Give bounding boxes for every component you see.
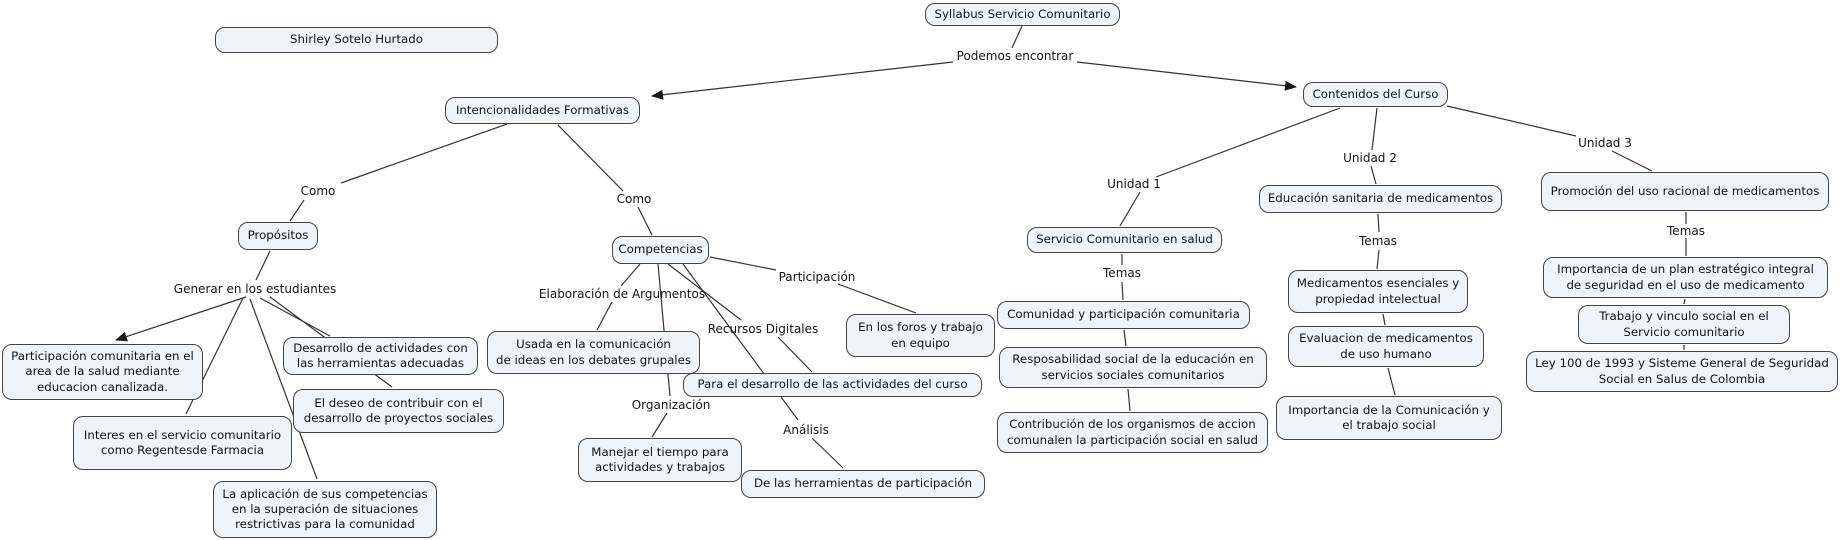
edge-analisis-herramientas xyxy=(811,437,844,469)
edge-contenidos-unidad1 xyxy=(1155,107,1341,178)
edge-unidad1-servicio xyxy=(1119,191,1141,227)
edge-root-podemos xyxy=(1011,25,1023,49)
concept-resposabilidad-social[interactable]: Resposabilidad social de la educación en… xyxy=(999,347,1267,388)
edge-intencionalidades-como-right xyxy=(557,124,624,192)
concept-promocion-uso-racional[interactable]: Promoción del uso racional de medicament… xyxy=(1541,172,1829,211)
concept-medicamentos-esenciales[interactable]: Medicamentos esenciales y propiedad inte… xyxy=(1288,270,1468,313)
concept-usada-comunicacion[interactable]: Usada en la comunicación de ideas en los… xyxy=(487,331,700,374)
concept-aplicacion-competencias[interactable]: La aplicación de sus competencias en la … xyxy=(213,481,437,538)
concept-comunidad-participacion[interactable]: Comunidad y participación comunitaria xyxy=(997,301,1250,329)
edge-podemos-intencionalidades xyxy=(651,61,954,100)
concept-importancia-comunicacion[interactable]: Importancia de la Comunicación y el trab… xyxy=(1276,396,1502,440)
edge-unidad3-promocion xyxy=(1611,150,1653,172)
concept-interes-servicio[interactable]: Interes en el servicio comunitario como … xyxy=(73,416,292,470)
concept-propositos[interactable]: Propósitos xyxy=(238,222,318,250)
edge-generar-desarrollo xyxy=(259,297,331,337)
edge-podemos-contenidos xyxy=(1076,61,1297,91)
edge-organizacion-manejar xyxy=(651,412,668,438)
concept-foros-trabajo-equipo[interactable]: En los foros y trabajo en equipo xyxy=(846,314,995,357)
concept-contribucion-organismos[interactable]: Contribución de los organismos de accion… xyxy=(997,412,1268,453)
concept-deseo-contribuir[interactable]: El deseo de contribuir con el desarrollo… xyxy=(293,389,504,433)
edge-como-right-competencias xyxy=(637,206,653,236)
link-unidad-3[interactable]: Unidad 3 xyxy=(1578,136,1632,150)
link-temas-unidad3[interactable]: Temas xyxy=(1667,224,1705,238)
edge-generar-participacion-comunitaria xyxy=(115,296,247,342)
concept-para-desarrollo-actividades[interactable]: Para el desarrollo de las actividades de… xyxy=(683,373,982,397)
edge-educacion-temas2 xyxy=(1377,213,1380,233)
edge-temas2-medicamentos xyxy=(1376,249,1380,270)
edge-importancia-plan-trabajo xyxy=(1683,298,1686,305)
link-unidad-1[interactable]: Unidad 1 xyxy=(1107,177,1161,191)
edge-unidad2-educacion xyxy=(1370,165,1377,185)
concept-ley-100[interactable]: Ley 100 de 1993 y Sisteme General de Seg… xyxy=(1526,351,1838,392)
edge-propositos-generar xyxy=(255,250,271,281)
link-generar-estudiantes[interactable]: Generar en los estudiantes xyxy=(173,282,337,296)
edge-recursos-para-desarrollo xyxy=(777,336,813,373)
link-recursos-digitales[interactable]: Recursos Digitales xyxy=(707,322,819,336)
concept-competencias[interactable]: Competencias xyxy=(612,236,709,264)
link-temas-unidad2[interactable]: Temas xyxy=(1359,234,1397,248)
concept-root[interactable]: Syllabus Servicio Comunitario xyxy=(925,3,1120,26)
concept-educacion-sanitaria[interactable]: Educación sanitaria de medicamentos xyxy=(1259,185,1502,213)
link-como-right[interactable]: Como xyxy=(616,192,652,206)
link-como-left[interactable]: Como xyxy=(300,184,336,198)
edge-como-left-propositos xyxy=(289,199,305,222)
concept-manejar-tiempo[interactable]: Manejar el tiempo para actividades y tra… xyxy=(578,438,742,482)
link-organizacion[interactable]: Organización xyxy=(631,398,711,412)
edge-elaboracion-usada xyxy=(596,301,613,331)
edge-participacion-foros xyxy=(837,283,917,314)
concept-intencionalidades-formativas[interactable]: Intencionalidades Formativas xyxy=(445,97,640,124)
concept-herramientas-participacion[interactable]: De las herramientas de participación xyxy=(741,470,985,498)
edge-competencias-elaboracion xyxy=(620,263,641,287)
edge-contenidos-unidad3 xyxy=(1446,105,1577,137)
edge-generar-aplicacion xyxy=(249,298,318,480)
concept-participacion-comunitaria[interactable]: Participación comunitaria en el area de … xyxy=(2,344,203,400)
link-temas-unidad1[interactable]: Temas xyxy=(1103,266,1141,280)
edge-competencias-participacion xyxy=(709,256,777,271)
link-unidad-2[interactable]: Unidad 2 xyxy=(1343,151,1397,165)
link-analisis[interactable]: Análisis xyxy=(783,423,829,437)
edge-contenidos-unidad2 xyxy=(1371,107,1378,151)
link-podemos-encontrar[interactable]: Podemos encontrar xyxy=(956,49,1074,63)
edge-intencionalidades-como-left xyxy=(340,123,508,184)
edge-competencias-organizacion xyxy=(657,263,671,397)
edge-temas1-comunidad xyxy=(1121,281,1124,301)
edge-competencias-recursos xyxy=(667,263,742,321)
edge-evaluacion-importancia-comunicacion xyxy=(1387,367,1396,396)
concept-evaluacion-medicamentos[interactable]: Evaluacion de medicamentos de uso humano xyxy=(1288,326,1484,367)
edge-comunidad-resposabilidad xyxy=(1123,329,1127,347)
concept-contenidos-curso[interactable]: Contenidos del Curso xyxy=(1303,82,1448,107)
author-box[interactable]: Shirley Sotelo Hurtado xyxy=(215,27,498,53)
concept-trabajo-vinculo-social[interactable]: Trabajo y vinculo social en el Servicio … xyxy=(1578,305,1790,344)
link-participacion[interactable]: Participación xyxy=(778,270,856,284)
edge-medicamentos-evaluacion xyxy=(1382,313,1386,326)
concept-importancia-plan[interactable]: Importancia de un plan estratégico integ… xyxy=(1543,257,1828,298)
concept-desarrollo-actividades[interactable]: Desarrollo de actividades con las herram… xyxy=(283,337,478,375)
edge-resposabilidad-contribucion xyxy=(1127,388,1131,412)
link-elaboracion-argumentos[interactable]: Elaboración de Argumentos xyxy=(538,287,706,301)
concept-servicio-comunitario-salud[interactable]: Servicio Comunitario en salud xyxy=(1027,227,1222,253)
